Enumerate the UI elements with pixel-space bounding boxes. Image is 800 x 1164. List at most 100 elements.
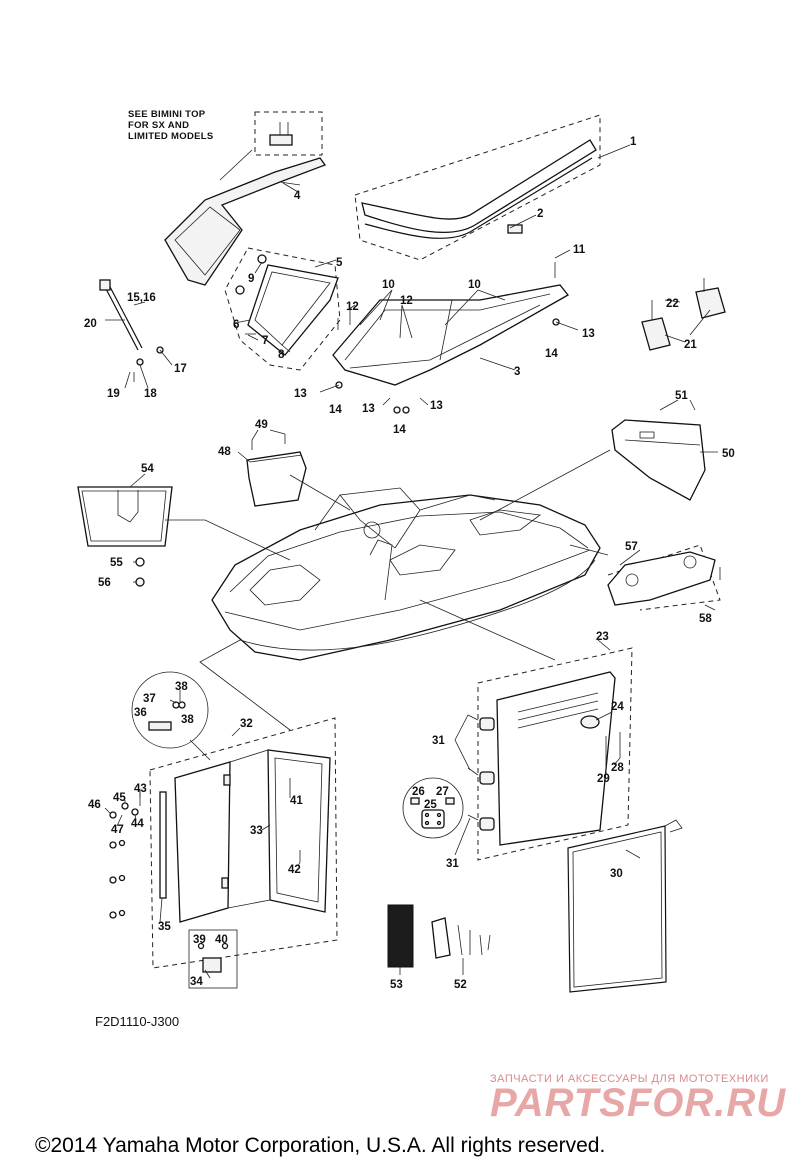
- callout-19: 19: [107, 388, 120, 400]
- callout-7: 7: [262, 335, 268, 347]
- boat-hull: [211, 487, 601, 661]
- callout-10b: 10: [468, 279, 481, 291]
- strut-assembly: [99, 279, 164, 382]
- callout-1: 1: [630, 136, 637, 148]
- cabin-door: [467, 671, 621, 846]
- callout-38a: 38: [175, 681, 188, 693]
- callout-2: 2: [537, 208, 543, 220]
- callout-51: 51: [675, 390, 688, 402]
- note-line-2: FOR SX AND: [128, 120, 189, 131]
- callout-28: 28: [611, 762, 624, 774]
- lower-railing: [332, 284, 569, 386]
- callout-26: 26: [412, 786, 425, 798]
- callout-54: 54: [141, 463, 154, 475]
- callout-14a: 14: [545, 348, 558, 360]
- callout-12b: 12: [400, 295, 413, 307]
- callout-9: 9: [248, 273, 254, 285]
- callout-57: 57: [625, 541, 638, 553]
- glass-frame-group: [224, 247, 341, 371]
- callout-37: 37: [143, 693, 156, 705]
- callout-21: 21: [684, 339, 697, 351]
- windshield-frame: [164, 157, 327, 286]
- copyright-notice: ©2014 Yamaha Motor Corporation, U.S.A. A…: [35, 1134, 605, 1157]
- callout-5: 5: [336, 257, 343, 269]
- door-panel: [174, 749, 331, 923]
- callout-6: 6: [233, 319, 239, 331]
- callout-10a: 10: [382, 279, 395, 291]
- callout-31a: 31: [432, 735, 445, 747]
- rear-pod: [607, 544, 721, 611]
- bimini-note: SEE BIMINI TOP FOR SX AND LIMITED MODELS: [128, 109, 213, 142]
- callout-41: 41: [290, 795, 303, 807]
- floor-mat: [77, 486, 173, 587]
- callout-12a: 12: [346, 301, 359, 313]
- callout-24: 24: [611, 701, 624, 713]
- callout-38b: 38: [181, 714, 194, 726]
- diagram-code: F2D1110-J300: [95, 1014, 179, 1029]
- callout-3: 3: [514, 366, 520, 378]
- callout-13c: 13: [362, 403, 375, 415]
- note-line-1: SEE BIMINI TOP: [128, 109, 206, 120]
- storage-bag: [246, 434, 307, 507]
- latch-detail: [131, 671, 211, 761]
- callout-15-16: 15,16: [127, 292, 156, 304]
- callout-31b: 31: [446, 858, 459, 870]
- watermark-tagline: ЗАПЧАСТИ И АКСЕССУАРЫ ДЛЯ МОТОТЕХНИКИ: [490, 1073, 769, 1085]
- console-cover: [611, 419, 706, 501]
- cabin-door-box: [477, 647, 633, 861]
- callout-11: 11: [573, 244, 586, 256]
- boat-leaders: [165, 449, 611, 731]
- callout-53: 53: [390, 979, 403, 991]
- callout-22: 22: [666, 298, 679, 310]
- callout-46: 46: [88, 799, 101, 811]
- callout-leaders: [104, 144, 718, 979]
- callout-25: 25: [424, 799, 437, 811]
- side-brackets: [641, 278, 726, 351]
- callout-32: 32: [240, 718, 253, 730]
- door-seal: [567, 819, 683, 993]
- callout-56: 56: [98, 577, 111, 589]
- callout-50: 50: [722, 448, 735, 460]
- callout-42: 42: [288, 864, 301, 876]
- note-line-3: LIMITED MODELS: [128, 131, 213, 142]
- door-group-box: [149, 717, 338, 969]
- callout-14b: 14: [329, 404, 342, 416]
- callout-58: 58: [699, 613, 712, 625]
- callout-52: 52: [454, 979, 467, 991]
- door-fasteners: [109, 792, 141, 919]
- callout-27: 27: [436, 786, 449, 798]
- hinge-strip: [159, 791, 167, 899]
- callout-14c: 14: [393, 424, 406, 436]
- callout-43: 43: [134, 783, 147, 795]
- callout-20: 20: [84, 318, 97, 330]
- velcro-strip: [387, 904, 414, 968]
- callout-30: 30: [610, 868, 623, 880]
- callout-44: 44: [131, 818, 144, 830]
- callout-17: 17: [174, 363, 187, 375]
- callout-48: 48: [218, 446, 231, 458]
- callout-40: 40: [215, 934, 228, 946]
- watermark-logo: ЗАПЧАСТИ И АКСЕССУАРЫ ДЛЯ МОТОТЕХНИКИ PA…: [490, 1073, 785, 1125]
- callout-55: 55: [110, 557, 123, 569]
- callout-numbers: 1 2 3 4 5 6 7 8 9 10 10 11 12 12 13 13 1…: [84, 136, 735, 991]
- callout-13d: 13: [430, 400, 443, 412]
- callout-29: 29: [597, 773, 610, 785]
- callout-8: 8: [278, 349, 285, 361]
- callout-4: 4: [294, 190, 301, 202]
- callout-23: 23: [596, 631, 609, 643]
- callout-36: 36: [134, 707, 147, 719]
- callout-47: 47: [111, 824, 124, 836]
- callout-49: 49: [255, 419, 268, 431]
- hinge-detail: [402, 777, 464, 839]
- callout-39: 39: [193, 934, 206, 946]
- tool-kit: [431, 917, 491, 972]
- callout-35: 35: [158, 921, 171, 933]
- gunwale-trim: [354, 114, 601, 261]
- callout-13b: 13: [294, 388, 307, 400]
- bimini-hardware-box: [219, 111, 323, 181]
- callout-34: 34: [190, 976, 203, 988]
- callout-33: 33: [250, 825, 263, 837]
- callout-18: 18: [144, 388, 157, 400]
- callout-45: 45: [113, 792, 126, 804]
